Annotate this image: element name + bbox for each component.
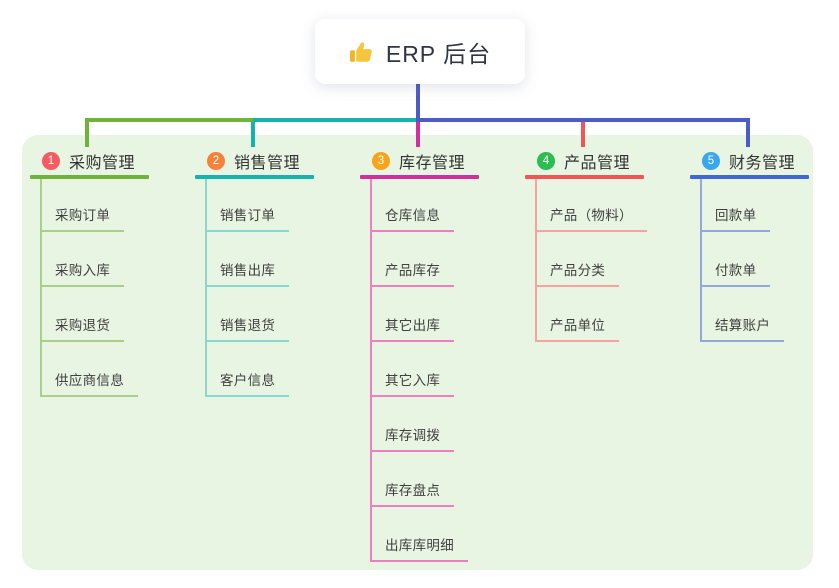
branch-number-badge: 1 (42, 151, 60, 170)
branch-number-badge: 5 (702, 151, 720, 170)
branch-trunk-line (205, 179, 207, 397)
root-node-title: ERP 后台 (385, 40, 492, 67)
branch-node-1[interactable]: 1 采购管理 (30, 146, 190, 175)
leaf-node[interactable]: 产品库存 (370, 261, 455, 287)
leaf-node[interactable]: 销售订单 (205, 206, 290, 232)
leaf-node-label: 采购订单 (55, 208, 111, 223)
connector-drop-4 (581, 122, 585, 147)
leaf-node[interactable]: 销售出库 (205, 261, 290, 287)
branch-node-3[interactable]: 3 库存管理 (360, 146, 520, 175)
leaf-node-label: 产品分类 (550, 263, 606, 278)
leaf-node-label: 产品（物料） (550, 208, 633, 223)
leaf-node[interactable]: 结算账户 (700, 316, 785, 342)
leaf-node-label: 销售退货 (220, 318, 276, 333)
leaf-node-label: 仓库信息 (385, 208, 441, 223)
branch-trunk-line (40, 179, 42, 397)
branch-underline (360, 175, 479, 179)
leaf-node[interactable]: 产品单位 (535, 316, 620, 342)
branch-node-4[interactable]: 4 产品管理 (525, 146, 685, 175)
branch-node-5[interactable]: 5 财务管理 (690, 146, 839, 175)
connector-drop-5 (746, 122, 750, 147)
leaf-node-label: 销售出库 (220, 263, 276, 278)
connector-drop-1 (85, 122, 89, 147)
leaf-node[interactable]: 出库库明细 (370, 536, 468, 562)
root-node[interactable]: ERP 后台 (315, 19, 525, 84)
leaf-node[interactable]: 产品分类 (535, 261, 620, 287)
branch-2: 2 销售管理销售订单销售出库销售退货客户信息 (195, 146, 355, 397)
branch-number-badge: 3 (372, 151, 390, 170)
leaf-node-label: 结算账户 (715, 318, 771, 333)
branch-title: 库存管理 (399, 154, 466, 172)
connector-drop-2 (251, 122, 255, 147)
mindmap-panel (22, 135, 813, 570)
leaf-node-label: 销售订单 (220, 208, 276, 223)
leaf-node-label: 库存调拨 (385, 428, 441, 443)
leaf-node[interactable]: 销售退货 (205, 316, 290, 342)
leaf-node[interactable]: 库存调拨 (370, 426, 455, 452)
branch-title: 采购管理 (69, 154, 136, 172)
connector-bus-blue (416, 118, 750, 122)
branch-1: 1 采购管理采购订单采购入库采购退货供应商信息 (30, 146, 190, 397)
leaf-node[interactable]: 采购退货 (40, 316, 125, 342)
branch-node-2[interactable]: 2 销售管理 (195, 146, 355, 175)
branch-underline (30, 175, 149, 179)
leaf-node[interactable]: 采购入库 (40, 261, 125, 287)
leaf-node[interactable]: 采购订单 (40, 206, 125, 232)
branch-trunk-line (700, 179, 702, 342)
branch-5: 5 财务管理回款单付款单结算账户 (690, 146, 839, 342)
connector-drop-3 (416, 122, 420, 147)
branch-underline (525, 175, 644, 179)
leaf-node-label: 采购退货 (55, 318, 111, 333)
connector-bus-green (85, 118, 253, 122)
leaf-node[interactable]: 库存盘点 (370, 481, 455, 507)
branch-number-badge: 2 (207, 151, 225, 170)
branch-underline (195, 175, 314, 179)
leaf-node[interactable]: 付款单 (700, 261, 771, 287)
leaf-node-label: 付款单 (715, 263, 757, 278)
leaf-node-label: 回款单 (715, 208, 757, 223)
leaf-node-label: 产品单位 (550, 318, 606, 333)
branch-underline (690, 175, 809, 179)
leaf-node-label: 其它入库 (385, 373, 441, 388)
branch-trunk-line (370, 179, 372, 562)
leaf-node[interactable]: 仓库信息 (370, 206, 455, 232)
leaf-node[interactable]: 回款单 (700, 206, 771, 232)
leaf-node-label: 其它出库 (385, 318, 441, 333)
leaf-node-label: 产品库存 (385, 263, 441, 278)
branch-3: 3 库存管理仓库信息产品库存其它出库其它入库库存调拨库存盘点出库库明细 (360, 146, 520, 562)
branch-trunk-line (535, 179, 537, 342)
branch-title: 销售管理 (234, 154, 301, 172)
connector-bus-teal (253, 118, 418, 122)
leaf-node[interactable]: 产品（物料） (535, 206, 647, 232)
leaf-node[interactable]: 其它入库 (370, 371, 455, 397)
leaf-node-label: 库存盘点 (385, 483, 441, 498)
leaf-node[interactable]: 供应商信息 (40, 371, 138, 397)
connector-root-vertical (416, 84, 420, 120)
leaf-node[interactable]: 客户信息 (205, 371, 290, 397)
thumbs-up-icon (349, 41, 372, 62)
branch-number-badge: 4 (537, 151, 555, 170)
leaf-node-label: 客户信息 (220, 373, 276, 388)
leaf-node-label: 出库库明细 (385, 538, 454, 553)
branch-title: 财务管理 (729, 154, 796, 172)
leaf-node-label: 供应商信息 (55, 373, 124, 388)
branch-4: 4 产品管理产品（物料） 产品分类产品单位 (525, 146, 685, 342)
leaf-node-label: 采购入库 (55, 263, 111, 278)
branch-title: 产品管理 (564, 154, 631, 172)
leaf-node[interactable]: 其它出库 (370, 316, 455, 342)
